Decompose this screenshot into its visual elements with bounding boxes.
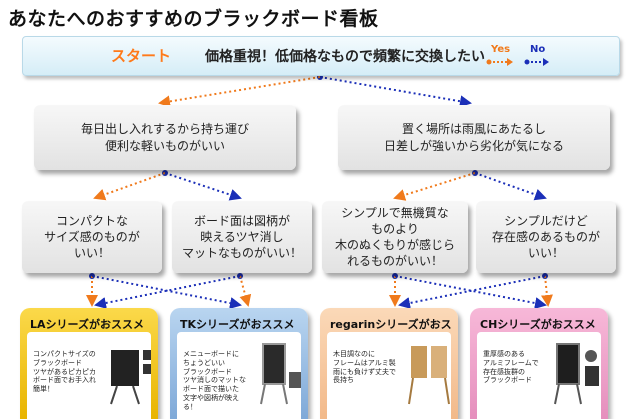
question-text: 毎日出し入れするから持ち運び 便利な軽いものがいい <box>80 122 249 153</box>
question-level2-3: シンプルで無機質な ものより 木のぬくもりが感じら れるものがいい！ <box>322 201 468 273</box>
question-level1-right: 置く場所は雨風にあたるし 日差しが強いから劣化が気になる <box>338 105 610 170</box>
legend-yes: Yes <box>491 44 511 55</box>
start-box: スタート 価格重視！低価格なもので頻繁に交換したい Yes No <box>22 36 620 76</box>
result-description: コンパクトサイズの ブラックボード ツヤがあるピカピカ ボード面でお手入れ 簡単… <box>33 350 96 393</box>
result-title: LAシリーズがおススメ <box>30 318 144 331</box>
result-card-ch[interactable]: CHシリーズがおススメ 重厚感のある アルミフレームで 存在感抜群の ブラックボ… <box>470 308 608 419</box>
result-description: 木目調なのに フレームはアルミ製 雨にも負けず丈夫で 長持ち <box>333 350 396 385</box>
result-card-la[interactable]: LAシリーズがおススメ コンパクトサイズの ブラックボード ツヤがあるピカピカ … <box>20 308 158 419</box>
result-title: TKシリーズがおススメ <box>180 318 295 331</box>
blackboard-product-icon <box>554 343 599 405</box>
question-level2-2: ボード面は図柄が 映えるツヤ消し マットなものがいい！ <box>172 201 312 273</box>
blackboard-product-icon <box>408 346 450 405</box>
question-text: 置く場所は雨風にあたるし 日差しが強いから劣化が気になる <box>383 122 564 153</box>
result-title: CHシリーズがおススメ <box>480 318 596 331</box>
result-card-regarin[interactable]: regarinシリーズがおススメ 木目調なのに フレームはアルミ製 雨にも負けず… <box>320 308 458 419</box>
page-title: あなたへのおすすめのブラックボード看板 <box>8 8 379 30</box>
question-text: ボード面は図柄が 映えるツヤ消し マットなものがいい！ <box>181 213 302 261</box>
question-level2-4: シンプルだけど 存在感のあるものが いい！ <box>476 201 616 273</box>
question-level1-left: 毎日出し入れするから持ち運び 便利な軽いものがいい <box>34 105 296 170</box>
legend-no: No <box>530 44 546 55</box>
start-label: スタート <box>111 47 172 65</box>
question-level2-1: コンパクトな サイズ感のものが いい！ <box>22 201 162 273</box>
blackboard-product-icon <box>260 343 301 405</box>
result-description: 重厚感のある アルミフレームで 存在感抜群の ブラックボード <box>483 350 539 385</box>
question-text: シンプルだけど 存在感のあるものが いい！ <box>491 213 600 261</box>
question-text: シンプルで無機質な ものより 木のぬくもりが感じら れるものがいい！ <box>334 205 455 269</box>
legend-arrows-icon <box>486 58 549 66</box>
blackboard-product-icon <box>110 350 151 405</box>
start-question: 価格重視！低価格なもので頻繁に交換したい <box>205 49 485 65</box>
result-card-tk[interactable]: TKシリーズがおススメ メニューボードに ちょうどいい ブラックボード ツヤ消し… <box>170 308 308 419</box>
result-description: メニューボードに ちょうどいい ブラックボード ツヤ消しのマットな ボード面で描… <box>183 350 246 411</box>
question-text: コンパクトな サイズ感のものが いい！ <box>44 213 140 261</box>
